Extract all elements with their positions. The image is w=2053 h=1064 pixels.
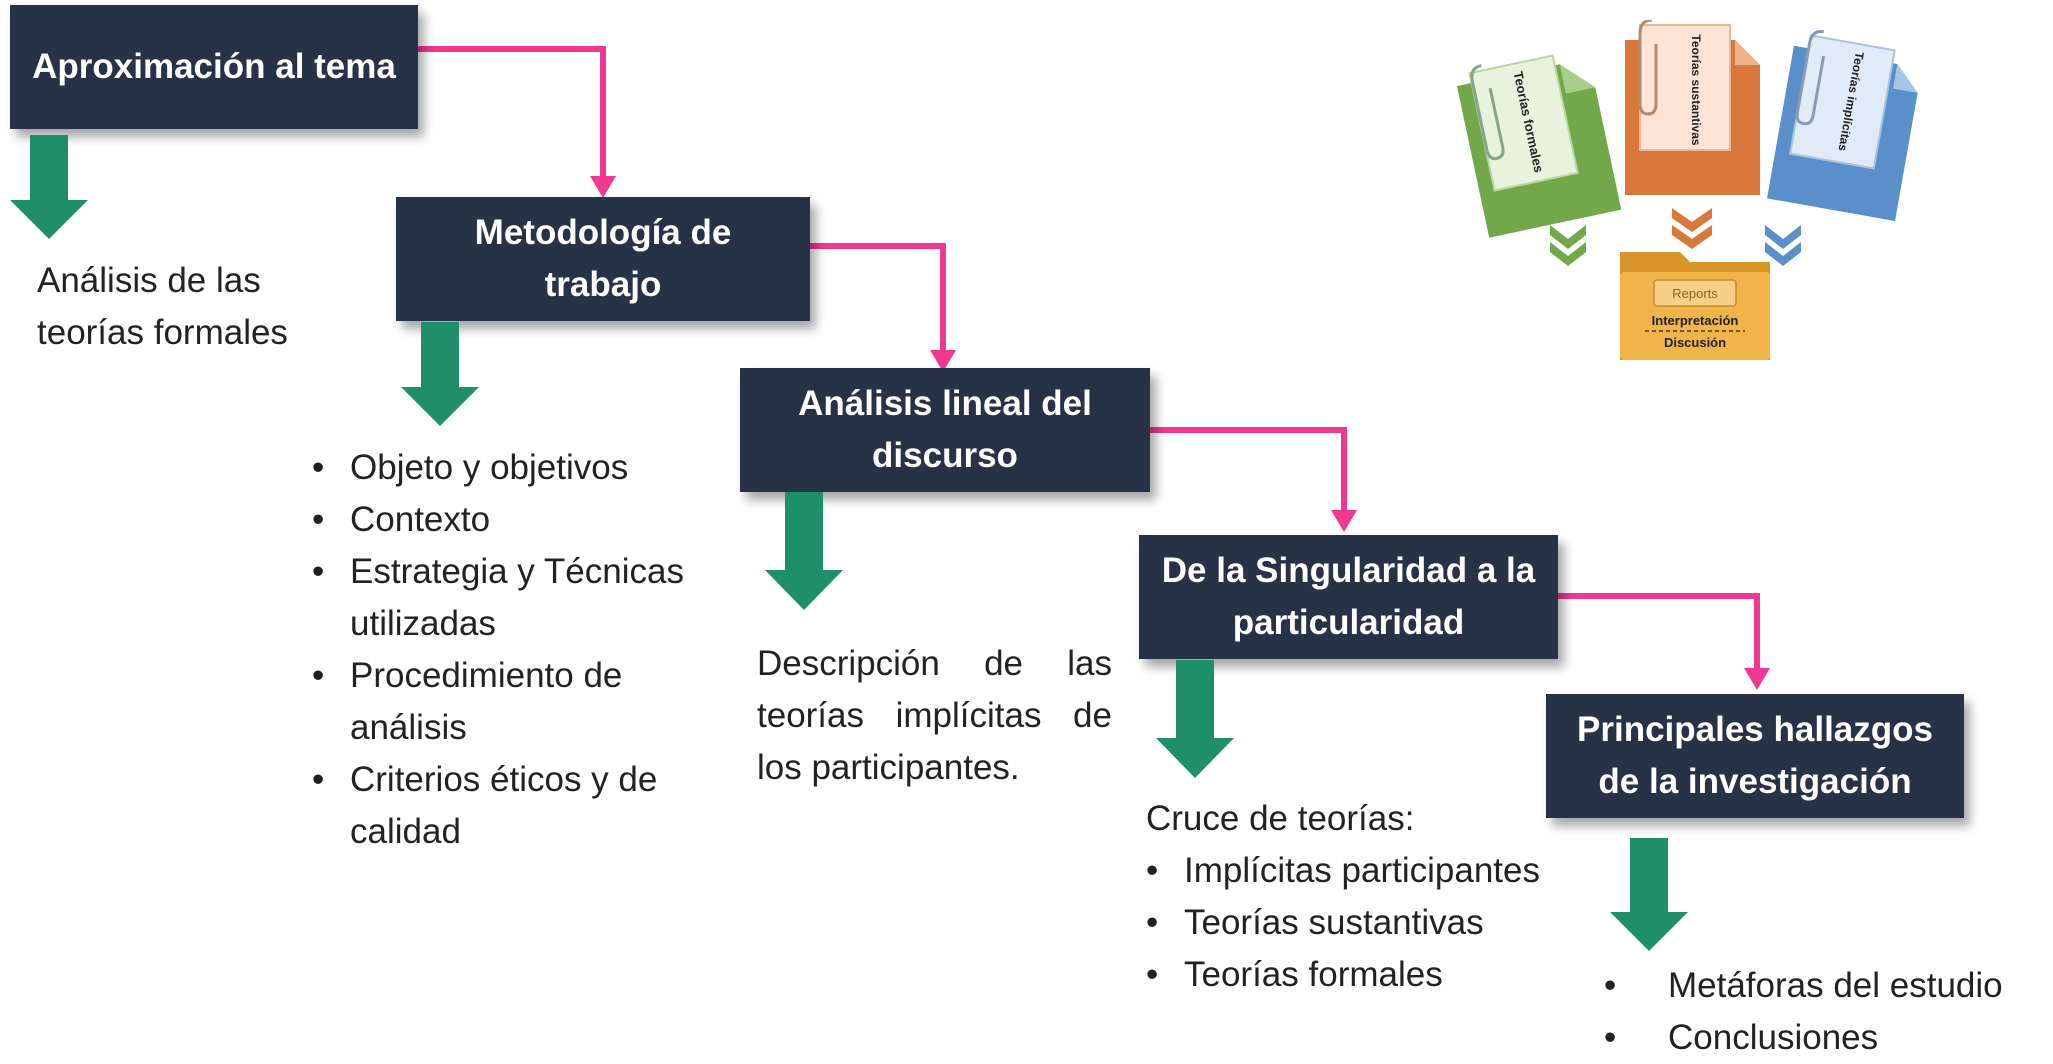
connector-1-2 (416, 46, 606, 178)
folder-result-line1: Interpretación (1652, 313, 1739, 328)
list-item: Implícitas participantes (1146, 845, 1606, 897)
step-label: Aproximación al tema (32, 47, 396, 86)
list-item: Objeto y objetivos (312, 442, 732, 494)
list-item: Conclusiones (1604, 1012, 2053, 1064)
folder-orange-label: Teorías sustantivas (1689, 34, 1703, 145)
note-step2-list: Objeto y objetivos Contexto Estrategia y… (312, 442, 732, 858)
step-label: Metodología de trabajo (474, 213, 732, 304)
folder-green-icon: Teorías formales (1456, 54, 1622, 238)
note-step3: Descripción de las teorías implícitas de… (757, 644, 1112, 787)
step-label: De la Singularidad a la particularidad (1161, 551, 1536, 642)
list-item: Estrategia y Técnicas utilizadas (312, 546, 732, 650)
down-arrow-icon (765, 492, 843, 610)
list-item: Teorías sustantivas (1146, 897, 1606, 949)
step-box-singularidad: De la Singularidad a la particularidad (1139, 535, 1558, 659)
connector-3-4 (1148, 427, 1347, 512)
folder-orange-icon: Teorías sustantivas (1625, 20, 1760, 195)
chevron-down-icon (1765, 225, 1801, 266)
connector-2-3-head (930, 350, 956, 372)
down-arrow-icon (1156, 660, 1234, 778)
step-label: Análisis lineal del discurso (798, 384, 1092, 475)
chevron-down-icon (1550, 225, 1586, 266)
note-step4-list: Implícitas participantes Teorías sustant… (1146, 845, 1606, 1001)
connector-4-5-head (1744, 668, 1770, 690)
step-box-aproximacion: Aproximación al tema (10, 5, 418, 129)
list-item: Criterios éticos y de calidad (312, 754, 732, 858)
list-item: Metáforas del estudio (1604, 960, 2053, 1012)
down-arrow-icon (401, 322, 479, 426)
list-item: Procedimiento de análisis (312, 650, 732, 754)
chevron-down-icon (1672, 208, 1712, 249)
list-item: Teorías formales (1146, 949, 1606, 1001)
down-arrow-icon (10, 135, 88, 239)
step-label: Principales hallazgos de la investigació… (1577, 710, 1933, 801)
note-step5-list: Metáforas del estudio Conclusiones (1604, 960, 2053, 1064)
connector-3-4-head (1331, 510, 1357, 532)
step-box-hallazgos: Principales hallazgos de la investigació… (1546, 694, 1964, 818)
note-step4-heading: Cruce de teorías: (1146, 799, 1415, 838)
folders-illustration: Teorías formales Teorías sustantivas Teo… (1456, 20, 1918, 360)
folder-result-tab: Reports (1672, 286, 1718, 301)
folder-blue-icon: Teorías implícitas (1767, 29, 1918, 221)
list-item: Contexto (312, 494, 732, 546)
note-step1: Análisis de las teorías formales (37, 261, 288, 352)
connector-1-2-head (590, 176, 616, 198)
down-arrow-icon (1610, 838, 1688, 951)
folder-result-line2: Discusión (1664, 335, 1726, 350)
connector-4-5 (1556, 593, 1760, 670)
step-box-metodologia: Metodología de trabajo (396, 197, 810, 321)
step-box-analisis-lineal: Análisis lineal del discurso (740, 368, 1150, 492)
folder-result-icon: Reports Interpretación Discusión (1620, 252, 1770, 360)
connector-2-3 (808, 243, 946, 352)
